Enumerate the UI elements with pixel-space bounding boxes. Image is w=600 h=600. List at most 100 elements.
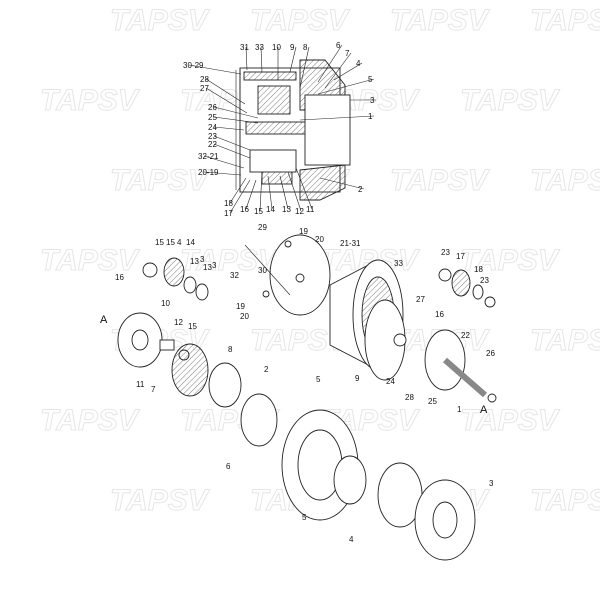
needle-bearing-13b bbox=[195, 283, 209, 301]
part-label: 13 bbox=[282, 205, 291, 214]
part-label: 2 bbox=[358, 185, 363, 194]
part-label: 24 bbox=[208, 123, 217, 132]
watermark-text: TAPSV bbox=[460, 84, 561, 117]
leader-line bbox=[213, 106, 259, 119]
part-label: 18 bbox=[224, 199, 233, 208]
part-label: 18 bbox=[474, 265, 483, 274]
part-label: 12 bbox=[295, 207, 304, 216]
watermark-text: TAPSV bbox=[180, 244, 281, 277]
pin-12 bbox=[159, 339, 175, 351]
part-label: 17 bbox=[456, 252, 465, 261]
leader-line bbox=[245, 179, 257, 210]
part-label: 9 bbox=[355, 374, 360, 383]
part-label: 25 bbox=[428, 397, 437, 406]
part-label: 1 bbox=[457, 405, 462, 414]
watermark-text: TAPSV bbox=[390, 4, 491, 37]
leader-line bbox=[245, 46, 248, 71]
part-label: 23 bbox=[441, 248, 450, 257]
part-label: 3 bbox=[212, 261, 217, 270]
hub-bore bbox=[304, 94, 351, 166]
part-label: 27 bbox=[200, 84, 209, 93]
watermark-text: TAPSV bbox=[390, 164, 491, 197]
leader-line bbox=[289, 46, 297, 73]
part-label: 4 bbox=[356, 59, 361, 68]
part-label: 31 bbox=[240, 43, 249, 52]
part-label: 11 bbox=[136, 380, 145, 389]
part-label: 5 bbox=[316, 375, 321, 384]
leader-line bbox=[299, 115, 375, 121]
part-label: 3 bbox=[200, 255, 205, 264]
watermark-text: TAPSV bbox=[530, 484, 600, 517]
part-label: 27 bbox=[416, 295, 425, 304]
leader-line bbox=[279, 175, 289, 210]
leader-line bbox=[299, 46, 310, 89]
thrust-plate-27 bbox=[393, 333, 407, 347]
part-label: 20-19 bbox=[198, 168, 219, 177]
part-label: 2 bbox=[264, 365, 269, 374]
watermark-text: TAPSV bbox=[530, 4, 600, 37]
planet-gear-section bbox=[257, 85, 291, 115]
watermark-text: TAPSV bbox=[110, 484, 211, 517]
part-label: 33 bbox=[394, 259, 403, 268]
part-label: 15 bbox=[166, 238, 175, 247]
part-label: 13 bbox=[190, 257, 199, 266]
part-label: 15 bbox=[155, 238, 164, 247]
bearing-section bbox=[249, 149, 297, 173]
needle-bearing-13a bbox=[183, 276, 197, 294]
part-label: 15 bbox=[254, 207, 263, 216]
part-label: 3 bbox=[489, 479, 494, 488]
watermark-text: TAPSV bbox=[110, 4, 211, 37]
part-label: 22 bbox=[461, 331, 470, 340]
watermark: TAPSV TAPSV TAPSV TAPSV TAPSV TAPSV TAPSV TAPSV… bbox=[40, 4, 600, 518]
planet-gear-4 bbox=[163, 257, 185, 287]
leader-line bbox=[203, 155, 245, 169]
washer-1 bbox=[487, 393, 497, 403]
leader-line bbox=[213, 126, 245, 131]
part-label: 21-31 bbox=[340, 239, 361, 248]
view-marker: A bbox=[100, 314, 108, 326]
planet-gear-17 bbox=[451, 269, 471, 297]
leader-line bbox=[203, 171, 242, 176]
part-label: 12 bbox=[174, 318, 183, 327]
part-label: 10 bbox=[272, 43, 281, 52]
part-label: 9 bbox=[290, 43, 295, 52]
leader-line bbox=[229, 177, 247, 204]
watermark-text: TAPSV bbox=[40, 404, 141, 437]
part-label: 20 bbox=[240, 312, 249, 321]
leader-line bbox=[333, 62, 363, 81]
sun-gear-8 bbox=[171, 343, 209, 397]
part-label: 29 bbox=[258, 223, 267, 232]
part-label: 17 bbox=[224, 209, 233, 218]
part-label: 3 bbox=[370, 96, 375, 105]
part-label: 16 bbox=[115, 273, 124, 282]
part-label: 16 bbox=[240, 205, 249, 214]
seal-5b bbox=[333, 455, 367, 505]
washer-15 bbox=[142, 262, 158, 278]
part-label: 5 bbox=[368, 75, 373, 84]
leader-line bbox=[229, 179, 251, 214]
leader-line bbox=[287, 171, 302, 212]
part-label: 19 bbox=[236, 302, 245, 311]
part-label: 26 bbox=[208, 103, 217, 112]
part-label: 13 bbox=[203, 263, 212, 272]
plug-19b bbox=[262, 290, 270, 298]
leader-line bbox=[317, 78, 375, 95]
part-label: 23 bbox=[208, 132, 217, 141]
flange-lower bbox=[299, 164, 346, 201]
seal-5 bbox=[240, 393, 278, 447]
leader-line bbox=[319, 177, 365, 190]
leader-line bbox=[213, 116, 259, 124]
part-label: 14 bbox=[266, 205, 275, 214]
part-label: 8 bbox=[228, 345, 233, 354]
part-label: 4 bbox=[349, 535, 354, 544]
washer-23b bbox=[484, 296, 496, 308]
bearing-18 bbox=[472, 284, 484, 300]
bearing-2 bbox=[208, 362, 242, 408]
plug-19 bbox=[284, 240, 292, 248]
part-label: 22 bbox=[208, 140, 217, 149]
bolt-29 bbox=[244, 244, 291, 296]
ring-gear-section bbox=[243, 71, 297, 81]
